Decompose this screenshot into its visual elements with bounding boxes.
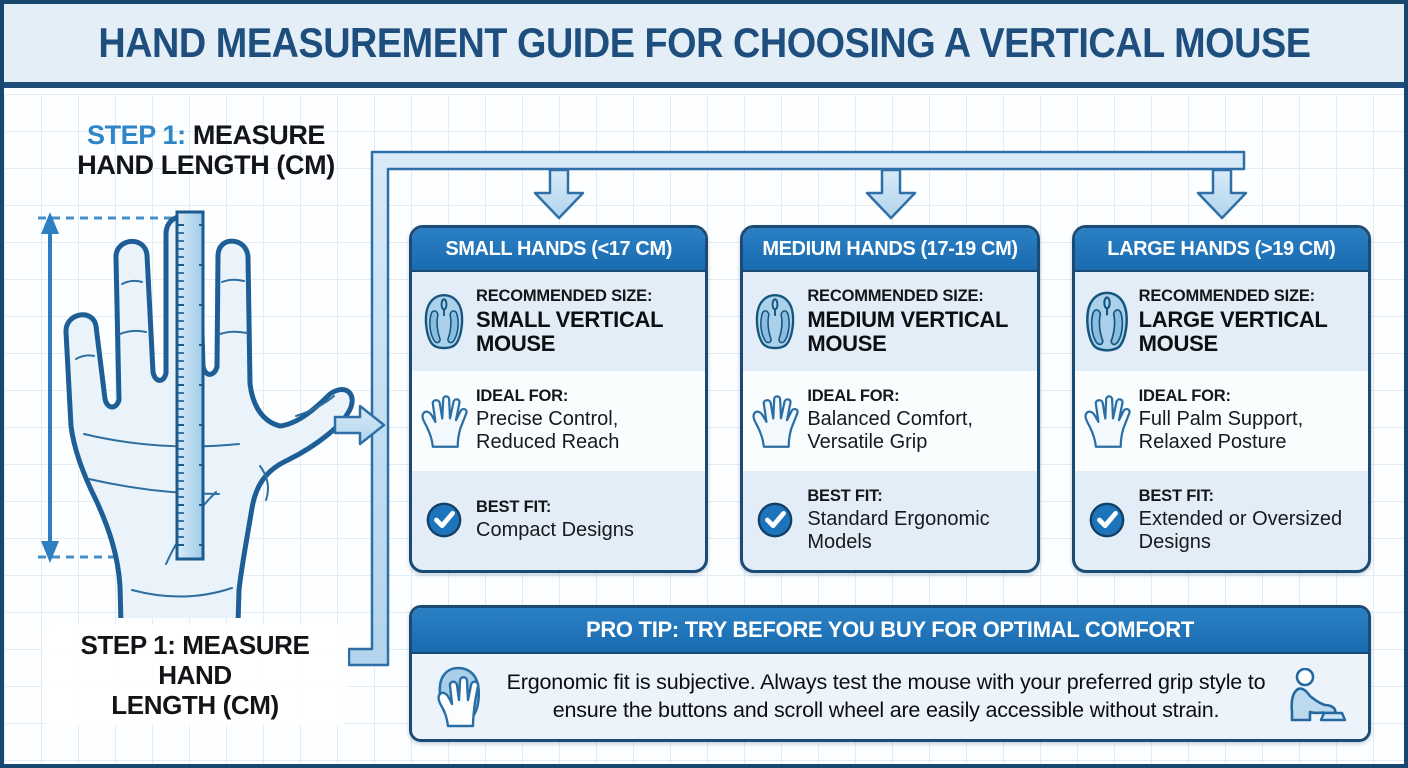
card-row-recommended: RECOMMENDED SIZE: MEDIUM VERTICAL MOUSE — [743, 272, 1036, 371]
flow-connectors — [333, 150, 1248, 667]
check-circle-icon — [743, 501, 807, 539]
card-row-bestfit: BEST FIT: Standard Ergonomic Models — [743, 471, 1036, 570]
card-row-recommended: RECOMMENDED SIZE: SMALL VERTICAL MOUSE — [412, 272, 705, 371]
distribution-pipe — [347, 150, 1246, 667]
arrow-down-medium-icon — [865, 168, 917, 220]
ruler — [175, 210, 205, 561]
card-header: LARGE HANDS (>19 CM) — [1074, 228, 1368, 272]
vertical-mouse-icon — [412, 292, 476, 352]
card-row-recommended: RECOMMENDED SIZE: LARGE VERTICAL MOUSE — [1075, 272, 1368, 371]
card-header: MEDIUM HANDS (17-19 CM) — [743, 228, 1037, 272]
check-circle-icon — [1075, 501, 1139, 539]
pro-tip-box: PRO TIP: TRY BEFORE YOU BUY FOR OPTIMAL … — [409, 605, 1371, 742]
arrow-right-icon — [333, 404, 386, 446]
step-number: STEP 1: — [86, 120, 193, 150]
open-hand-icon — [1075, 393, 1139, 449]
pro-tip-text: Ergonomic fit is subjective. Always test… — [506, 669, 1266, 722]
vertical-mouse-icon — [1075, 290, 1139, 354]
pro-tip-header: PRO TIP: TRY BEFORE YOU BUY FOR OPTIMAL … — [412, 608, 1368, 654]
open-hand-icon — [743, 393, 807, 449]
card-large-hands: LARGE HANDS (>19 CM) RECOMMENDED SIZE: L… — [1071, 225, 1371, 573]
card-row-ideal: IDEAL FOR: Full Palm Support, Relaxed Po… — [1074, 371, 1368, 471]
card-row-bestfit: BEST FIT: Compact Designs — [412, 471, 705, 570]
open-hand-icon — [412, 393, 476, 449]
arrow-down-small-icon — [533, 168, 585, 220]
arrow-down-large-icon — [1196, 168, 1248, 220]
hand-on-mouse-icon — [432, 666, 484, 728]
card-row-bestfit: BEST FIT: Extended or Oversized Designs — [1075, 471, 1368, 570]
hand-outline — [63, 214, 355, 618]
card-small-hands: SMALL HANDS (<17 CM) RECOMMENDED SIZE: S… — [409, 225, 709, 573]
pro-tip-body: Ergonomic fit is subjective. Always test… — [412, 654, 1368, 739]
hand-measurement-illustration — [38, 210, 355, 618]
card-row-ideal: IDEAL FOR: Precise Control, Reduced Reac… — [412, 371, 706, 471]
card-header: SMALL HANDS (<17 CM) — [412, 228, 706, 272]
step-label-top: STEP 1: MEASURE HAND LENGTH (CM) — [77, 120, 335, 181]
person-at-desk-icon — [1288, 667, 1348, 726]
vertical-mouse-icon — [743, 292, 807, 352]
measurement-arrow — [41, 212, 59, 563]
check-circle-icon — [412, 501, 476, 539]
step-label-bottom: STEP 1: MEASURE HAND LENGTH (CM) — [42, 624, 348, 727]
card-row-ideal: IDEAL FOR: Balanced Comfort, Versatile G… — [743, 371, 1037, 471]
title-band: HAND MEASUREMENT GUIDE FOR CHOOSING A VE… — [4, 4, 1404, 88]
page-title: HAND MEASUREMENT GUIDE FOR CHOOSING A VE… — [97, 19, 1311, 66]
card-medium-hands: MEDIUM HANDS (17-19 CM) RECOMMENDED SIZE… — [740, 225, 1040, 573]
size-cards: SMALL HANDS (<17 CM) RECOMMENDED SIZE: S… — [409, 225, 1371, 573]
